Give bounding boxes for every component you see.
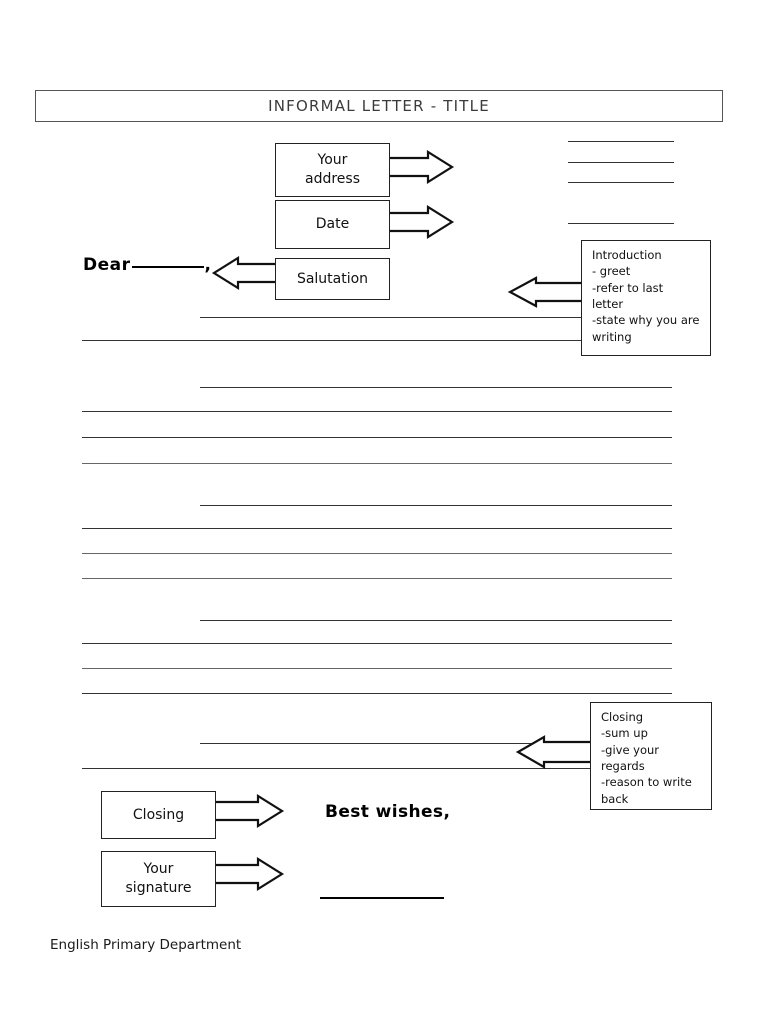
address-rule-1 (568, 141, 674, 142)
footer-text: English Primary Department (50, 937, 242, 953)
arrow-right-your-address-icon (386, 150, 455, 190)
body-rule-p3-l4 (82, 578, 672, 579)
note-closing-line-5: -reason to write (601, 775, 692, 790)
arrow-right-closing-icon (212, 794, 286, 834)
body-rule-closing-l2 (82, 768, 672, 769)
signature-rule (320, 897, 444, 899)
note-closing-line-3: -give your (601, 742, 660, 757)
note-box-closing[interactable]: Closing -sum up -give your regards -reas… (590, 702, 712, 810)
body-rule-p2-l2 (82, 411, 672, 412)
flow-box-closing[interactable]: Closing (101, 791, 216, 839)
flow-box-your-address[interactable]: Your address (275, 143, 390, 197)
flow-box-your-address-label: Your address (304, 152, 360, 187)
flow-box-date-label: Date (315, 216, 350, 233)
note-introduction-line-1: Introduction (592, 248, 662, 262)
title-banner: INFORMAL LETTER - TITLE (35, 90, 723, 122)
flow-box-date[interactable]: Date (275, 200, 390, 249)
arrow-left-closing-note-icon (515, 735, 596, 773)
body-rule-p3-l3 (82, 553, 672, 554)
body-rule-p3-l1 (200, 505, 672, 506)
note-box-introduction[interactable]: Introduction - greet -refer to last lett… (581, 240, 711, 356)
note-introduction-line-5: -state why you are (592, 313, 700, 328)
address-rule-3 (568, 182, 674, 183)
body-rule-p2-l4 (82, 463, 672, 464)
body-rule-p4-l2 (82, 643, 672, 644)
body-rule-p4-l1 (200, 620, 672, 621)
flow-box-your-signature-label: Your signature (125, 861, 192, 896)
body-rule-p2-l3 (82, 437, 672, 438)
arrow-left-salutation-icon (211, 256, 282, 296)
body-rule-p4-l3 (82, 668, 672, 669)
note-introduction-line-3: -refer to last (592, 280, 664, 295)
note-closing-line-1: Closing (601, 710, 644, 724)
note-introduction-line-6: writing (592, 329, 632, 344)
body-rule-p4-l4 (82, 693, 672, 694)
flow-box-your-signature[interactable]: Your signature (101, 851, 216, 907)
body-rule-p1-l1 (200, 317, 672, 318)
date-rule-1 (568, 223, 674, 224)
salutation-blank (131, 266, 204, 268)
arrow-right-date-icon (386, 205, 455, 245)
flow-box-salutation-label: Salutation (296, 270, 369, 287)
note-closing-line-4: regards (601, 758, 645, 773)
note-introduction-line-2: - greet (592, 264, 631, 279)
note-closing-line-2: -sum up (601, 726, 648, 741)
body-rule-p2-l1 (200, 387, 672, 388)
arrow-left-introduction-icon (507, 276, 588, 314)
note-closing-line-6: back (601, 791, 629, 806)
salutation-dear-text: Dear, (83, 255, 212, 275)
sign-off-text: Best wishes, (325, 802, 451, 822)
flow-box-salutation[interactable]: Salutation (275, 258, 390, 300)
arrow-right-your-signature-icon (212, 857, 286, 897)
body-rule-p3-l2 (82, 528, 672, 529)
note-introduction-line-4: letter (592, 296, 624, 311)
body-rule-closing-l1 (200, 743, 672, 744)
flow-box-closing-label: Closing (132, 806, 185, 823)
body-rule-p1-l2 (82, 340, 672, 341)
address-rule-2 (568, 162, 674, 163)
page-title: INFORMAL LETTER - TITLE (268, 97, 490, 115)
